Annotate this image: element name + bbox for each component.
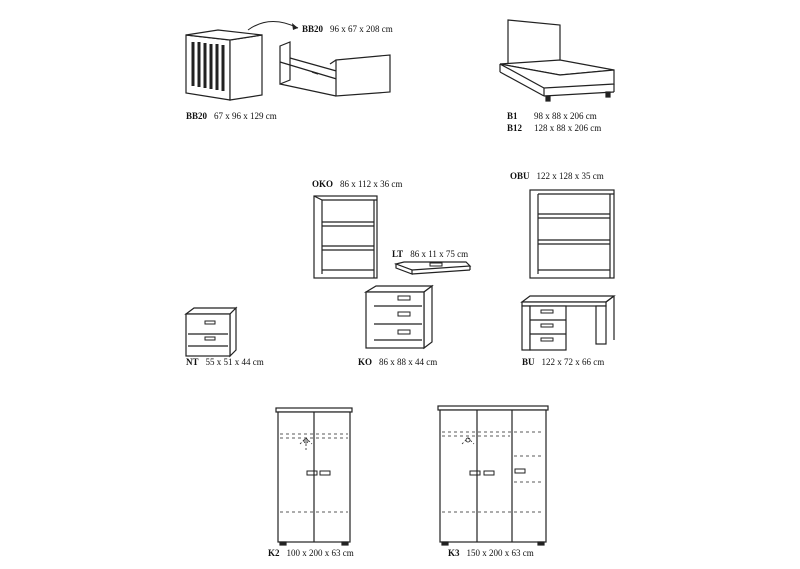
product-dimensions: 122 x 128 x 35 cm xyxy=(536,171,604,181)
product-dimensions: 150 x 200 x 63 cm xyxy=(466,548,534,558)
label-nt: NT 55 x 51 x 44 cm xyxy=(186,357,264,368)
product-dimensions: 55 x 51 x 44 cm xyxy=(205,357,264,367)
label-ko: KO 86 x 88 x 44 cm xyxy=(358,357,437,368)
lt-drawer-drawing xyxy=(393,261,472,275)
product-code: BB20 xyxy=(186,111,208,121)
product-dimensions: 96 x 67 x 208 cm xyxy=(330,24,393,34)
wardrobe-k2-drawing xyxy=(275,407,353,546)
oko-shelf-drawing xyxy=(313,195,378,279)
product-dimensions: 100 x 200 x 63 cm xyxy=(286,548,354,558)
product-code: B12 xyxy=(507,123,523,133)
product-dimensions: 86 x 11 x 75 cm xyxy=(410,249,469,259)
product-code: K3 xyxy=(448,548,460,558)
product-dimensions: 98 x 88 x 206 cm xyxy=(534,111,597,121)
nightstand-drawing xyxy=(184,306,238,358)
label-b1: B1 98 x 88 x 206 cm xyxy=(507,111,597,122)
junior-bed-drawing xyxy=(279,41,391,97)
label-k3: K3 150 x 200 x 63 cm xyxy=(448,548,534,559)
product-code: KO xyxy=(358,357,373,367)
product-code: LT xyxy=(392,249,404,259)
bed-drawing xyxy=(499,19,615,102)
wardrobe-k3-drawing xyxy=(437,405,549,546)
desk-drawing xyxy=(520,295,616,351)
product-code: NT xyxy=(186,357,199,367)
chest-drawing xyxy=(363,284,434,350)
product-code: OKO xyxy=(312,179,334,189)
label-bb20-crib: BB20 67 x 96 x 129 cm xyxy=(186,111,277,122)
label-oko: OKO 86 x 112 x 36 cm xyxy=(312,179,402,190)
product-code: K2 xyxy=(268,548,280,558)
label-lt: LT 86 x 11 x 75 cm xyxy=(392,249,468,260)
label-k2: K2 100 x 200 x 63 cm xyxy=(268,548,354,559)
crib-drawing xyxy=(185,29,263,101)
product-code: BU xyxy=(522,357,535,367)
product-code: B1 xyxy=(507,111,518,121)
product-dimensions: 128 x 88 x 206 cm xyxy=(534,123,602,133)
label-bu: BU 122 x 72 x 66 cm xyxy=(522,357,604,368)
product-dimensions: 86 x 112 x 36 cm xyxy=(340,179,403,189)
product-dimensions: 67 x 96 x 129 cm xyxy=(214,111,277,121)
product-dimensions: 86 x 88 x 44 cm xyxy=(379,357,438,367)
transform-arrow xyxy=(247,21,299,31)
label-b12: B12 128 x 88 x 206 cm xyxy=(507,123,601,134)
label-bb20-bed: BB20 96 x 67 x 208 cm xyxy=(302,24,393,35)
product-code: OBU xyxy=(510,171,530,181)
obu-shelf-drawing xyxy=(529,189,615,279)
product-code: BB20 xyxy=(302,24,324,34)
label-obu: OBU 122 x 128 x 35 cm xyxy=(510,171,604,182)
product-dimensions: 122 x 72 x 66 cm xyxy=(541,357,605,367)
